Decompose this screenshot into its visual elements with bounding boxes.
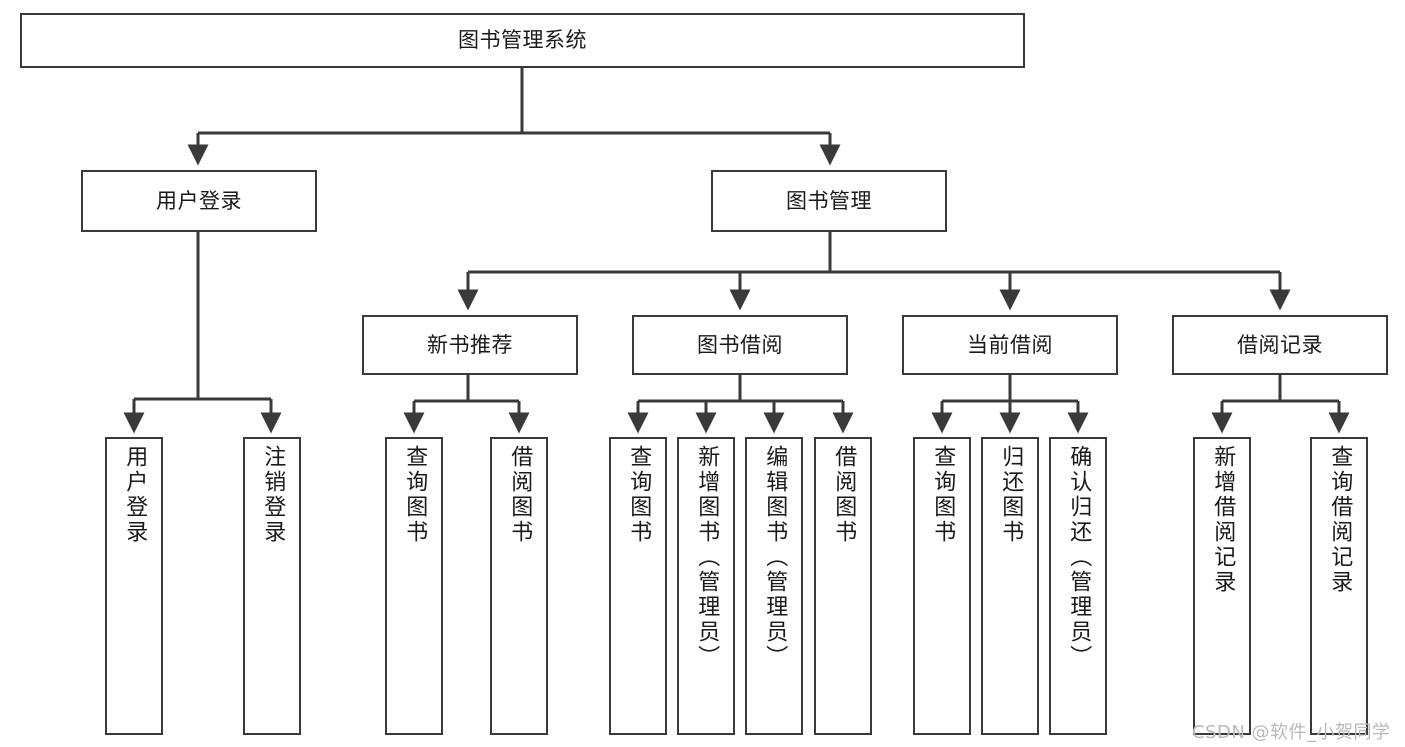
leaf-query-borrow-record[interactable]: 查询借阅记录 bbox=[1310, 437, 1368, 735]
leaf-add-book-admin[interactable]: 新增图书（管理员） bbox=[677, 437, 735, 735]
node-label: 查询图书 bbox=[626, 445, 652, 545]
node-label: 查询借阅记录 bbox=[1327, 445, 1353, 595]
node-new-book-recommend[interactable]: 新书推荐 bbox=[362, 315, 578, 375]
node-label: 归还图书 bbox=[998, 445, 1024, 545]
node-label: 图书管理 bbox=[786, 188, 872, 213]
leaf-user-login[interactable]: 用户登录 bbox=[105, 437, 163, 735]
node-label: 图书管理系统 bbox=[458, 28, 587, 53]
node-label: 查询图书 bbox=[930, 445, 956, 545]
node-current-borrow[interactable]: 当前借阅 bbox=[902, 315, 1118, 375]
node-label: 新增图书（管理员） bbox=[694, 445, 720, 670]
node-user-login[interactable]: 用户登录 bbox=[81, 170, 317, 232]
node-label: 借阅记录 bbox=[1237, 332, 1323, 357]
leaf-query-book-recommend[interactable]: 查询图书 bbox=[385, 437, 443, 735]
leaf-borrow-book-recommend[interactable]: 借阅图书 bbox=[490, 437, 548, 735]
node-borrow-record[interactable]: 借阅记录 bbox=[1172, 315, 1388, 375]
node-book-borrow[interactable]: 图书借阅 bbox=[632, 315, 848, 375]
node-label: 新增借阅记录 bbox=[1210, 445, 1236, 595]
leaf-query-book-current[interactable]: 查询图书 bbox=[913, 437, 971, 735]
node-label: 新书推荐 bbox=[427, 332, 513, 357]
node-label: 图书借阅 bbox=[697, 332, 783, 357]
node-label: 借阅图书 bbox=[831, 445, 857, 545]
node-label: 注销登录 bbox=[260, 445, 286, 545]
node-label: 借阅图书 bbox=[507, 445, 533, 545]
node-label: 编辑图书（管理员） bbox=[762, 445, 788, 670]
node-label: 用户登录 bbox=[122, 445, 148, 545]
node-label: 用户登录 bbox=[156, 188, 242, 213]
leaf-borrow-book[interactable]: 借阅图书 bbox=[814, 437, 872, 735]
leaf-logout[interactable]: 注销登录 bbox=[243, 437, 301, 735]
node-book-management[interactable]: 图书管理 bbox=[711, 170, 947, 232]
leaf-edit-book-admin[interactable]: 编辑图书（管理员） bbox=[745, 437, 803, 735]
leaf-return-book[interactable]: 归还图书 bbox=[981, 437, 1039, 735]
leaf-confirm-return-admin[interactable]: 确认归还（管理员） bbox=[1049, 437, 1107, 735]
node-label: 确认归还（管理员） bbox=[1066, 445, 1092, 670]
leaf-add-borrow-record[interactable]: 新增借阅记录 bbox=[1193, 437, 1251, 735]
node-root[interactable]: 图书管理系统 bbox=[20, 13, 1025, 68]
node-label: 查询图书 bbox=[402, 445, 428, 545]
node-label: 当前借阅 bbox=[967, 332, 1053, 357]
leaf-query-book-borrow[interactable]: 查询图书 bbox=[609, 437, 667, 735]
watermark: CSDN @软件_小贺同学 bbox=[1192, 722, 1391, 743]
